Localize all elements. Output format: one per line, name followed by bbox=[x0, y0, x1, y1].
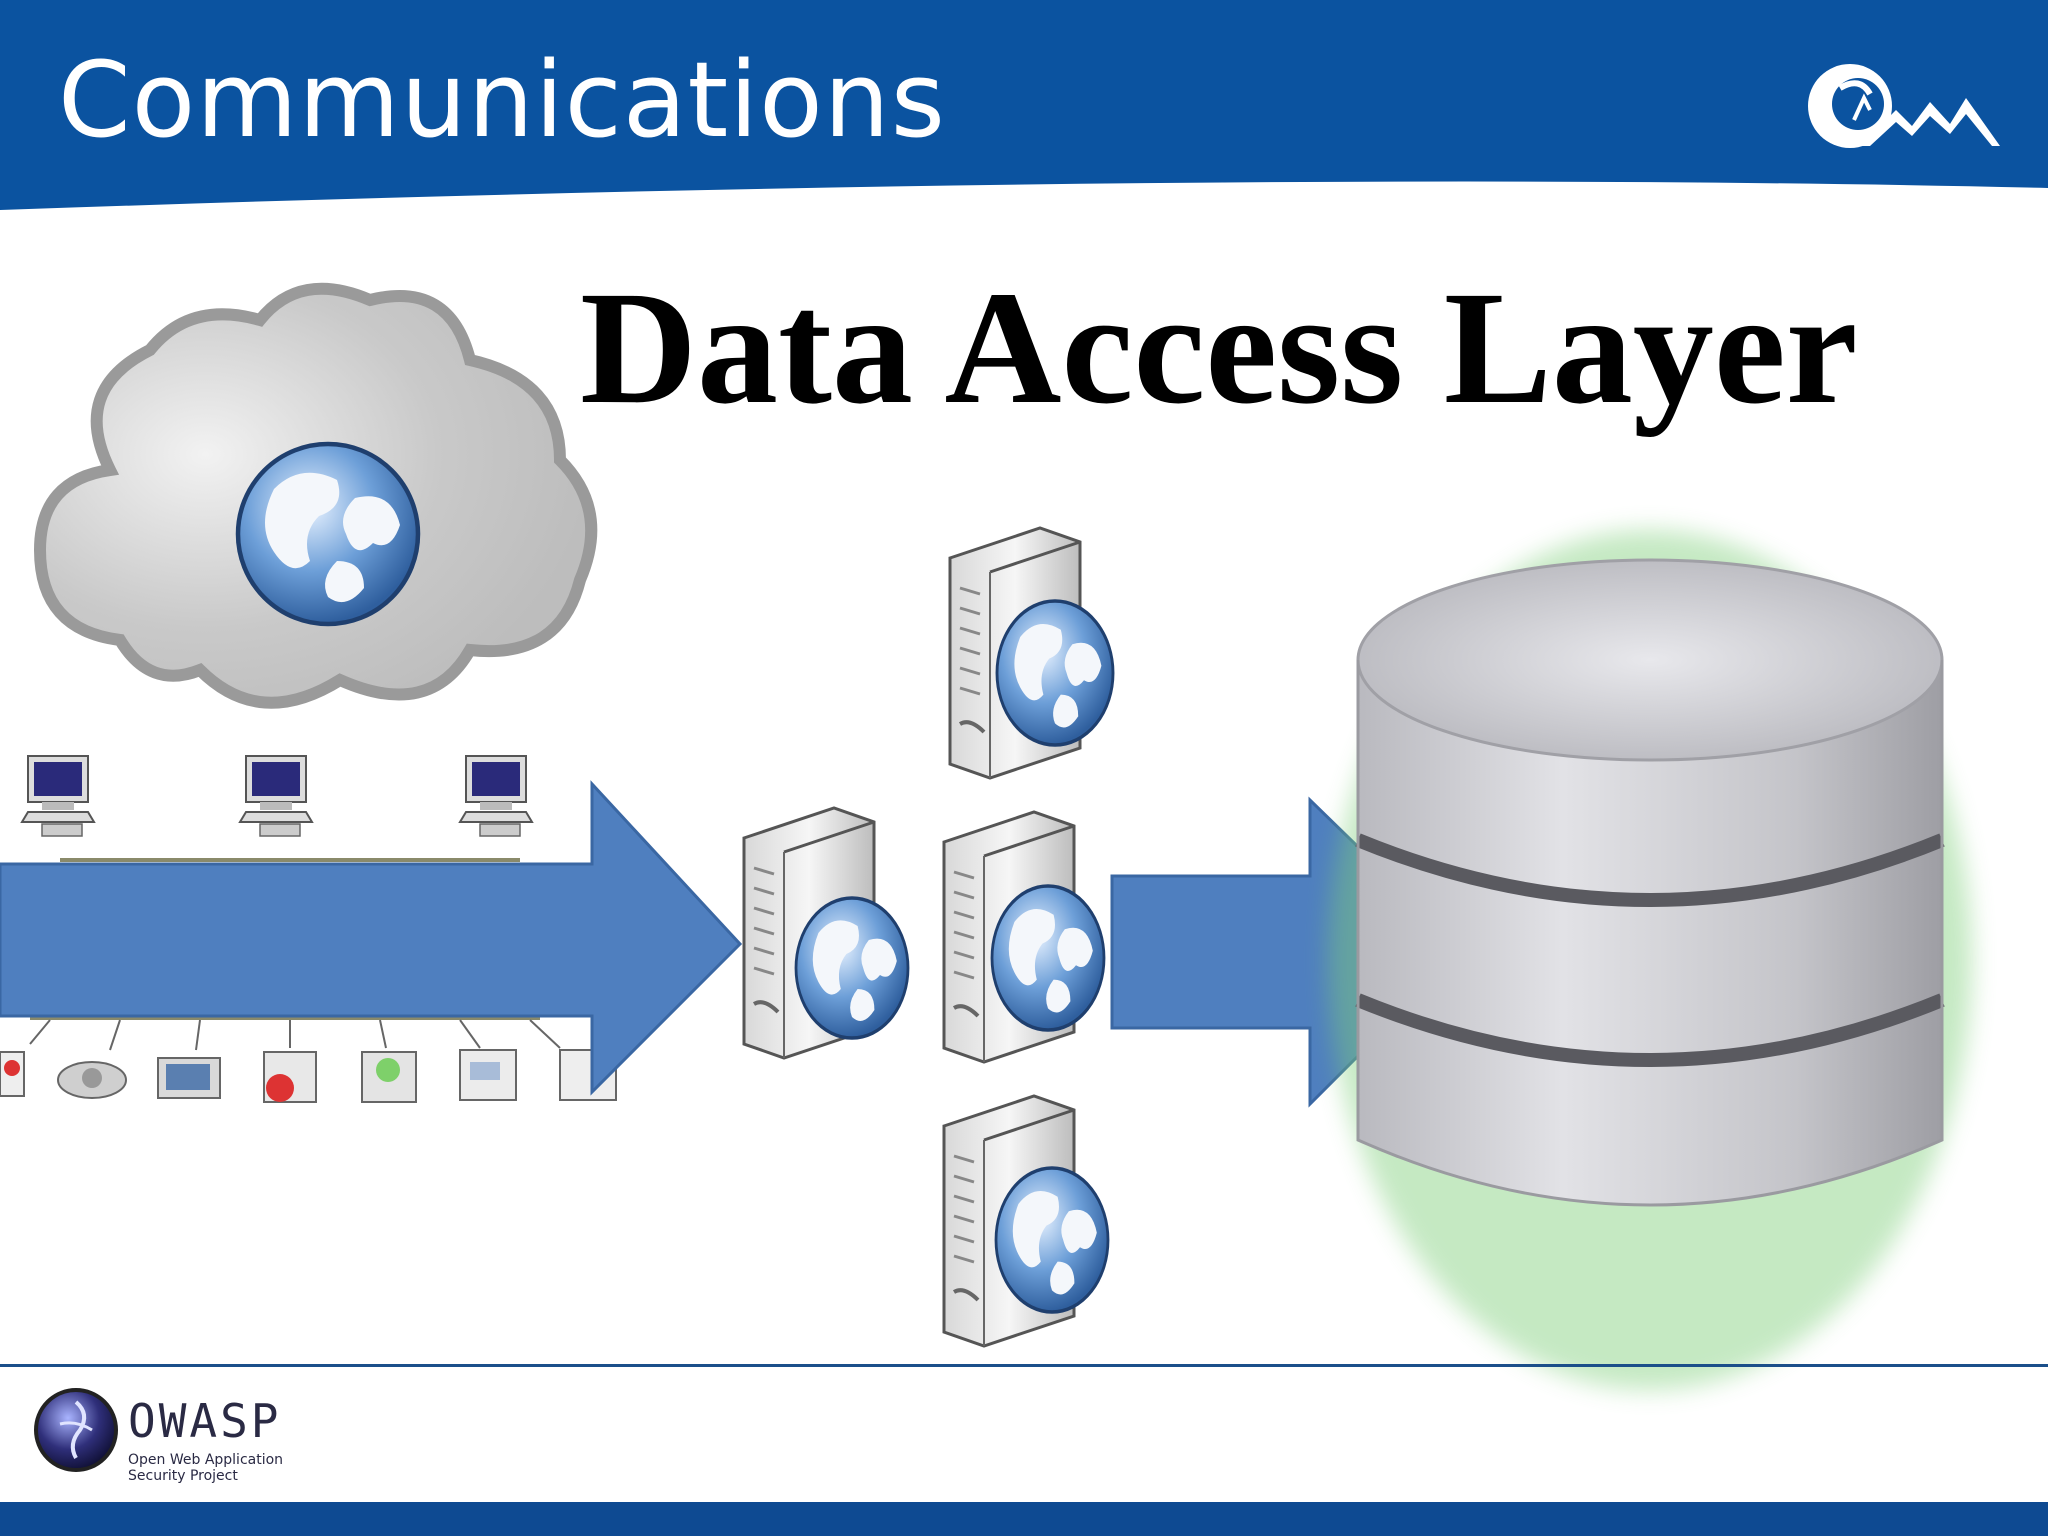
diagram-heading: Data Access Layer bbox=[580, 259, 1858, 438]
header-bar bbox=[0, 0, 2048, 220]
app-server-icon-middle-left bbox=[742, 806, 908, 1058]
request-arrow-left bbox=[0, 780, 743, 1096]
app-server-icon-top bbox=[948, 526, 1113, 778]
client-computers bbox=[21, 755, 533, 837]
mountain-c-logo-icon bbox=[1808, 64, 2000, 148]
owasp-wordmark: OWASP bbox=[128, 1394, 282, 1448]
cloud-globe-icon bbox=[33, 282, 598, 709]
app-server-icon-middle-right bbox=[942, 810, 1104, 1062]
footer-band bbox=[0, 1502, 2048, 1536]
owasp-logo-icon bbox=[34, 1388, 118, 1472]
owasp-tagline: Open Web Application Security Project bbox=[128, 1452, 284, 1484]
database-cylinder-icon bbox=[1328, 530, 1972, 1390]
footer-divider bbox=[0, 1364, 2048, 1367]
app-server-icon-bottom bbox=[942, 1094, 1108, 1348]
client-devices bbox=[0, 1019, 617, 1103]
slide-title: Communications bbox=[58, 39, 946, 161]
